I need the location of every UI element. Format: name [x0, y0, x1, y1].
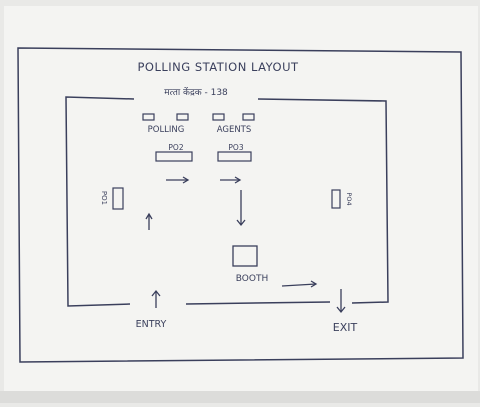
- exit-label: EXIT: [333, 321, 358, 334]
- agents-label: AGENTS: [217, 125, 252, 135]
- po1-label: PO1: [100, 191, 108, 205]
- arrow-booth-to-exit: [281, 280, 318, 288]
- po3-table: [217, 151, 252, 162]
- arrow-exit: [336, 289, 346, 314]
- agents-table-1: [212, 113, 225, 121]
- arrow-entry: [151, 289, 161, 308]
- arrow-entry-up: [145, 212, 153, 230]
- po2-table: [155, 151, 193, 162]
- booth-number: मत्‍ता केंद्रक - 138: [164, 86, 228, 98]
- polling-table-2: [176, 113, 189, 121]
- agents-table-2: [242, 113, 255, 121]
- room-wall-left: [65, 96, 135, 307]
- polling-table-1: [142, 113, 155, 121]
- booth-label: BOOTH: [236, 274, 268, 284]
- room-wall-bottom: [185, 301, 331, 305]
- entry-label: ENTRY: [136, 319, 167, 330]
- arrow-po3-to-booth: [236, 190, 246, 227]
- arrow-po2-to-po3: [220, 176, 242, 184]
- diagram-title: POLLING STATION LAYOUT: [137, 60, 299, 74]
- room-wall-right: [257, 98, 389, 304]
- voting-booth: [232, 245, 258, 267]
- outer-border: [17, 47, 464, 363]
- po4-label: PO4: [345, 192, 353, 205]
- table-surface: [0, 391, 480, 403]
- po2-label: PO2: [168, 143, 183, 152]
- po1-table: [112, 187, 124, 210]
- arrow-po1-to-po2: [166, 176, 190, 184]
- po4-table: [331, 189, 341, 209]
- po3-label: PO3: [228, 143, 243, 152]
- polling-label: POLLING: [148, 125, 185, 135]
